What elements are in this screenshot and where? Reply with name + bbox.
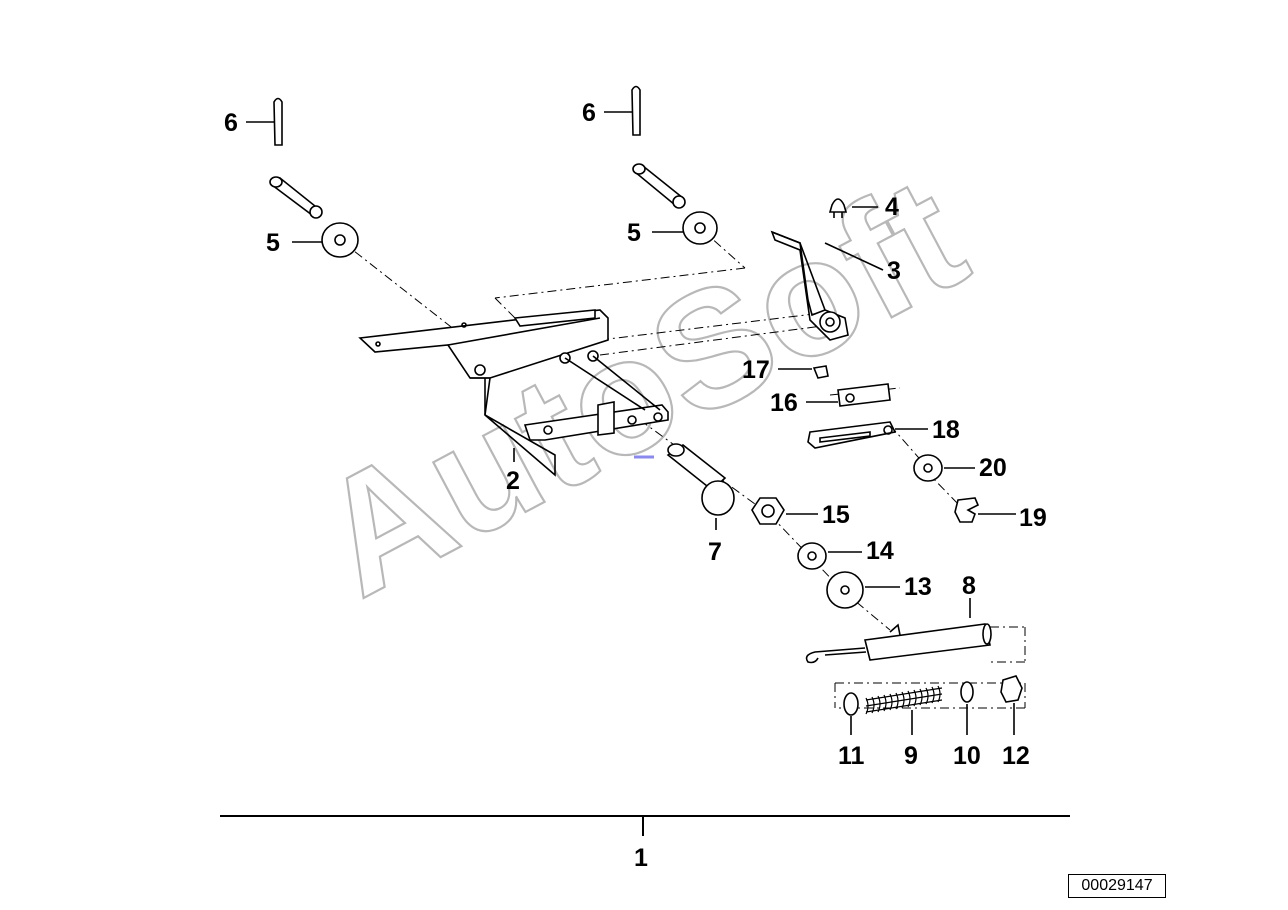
label-10: 10 bbox=[953, 742, 981, 770]
label-6-right: 6 bbox=[582, 99, 596, 127]
label-5-right: 5 bbox=[627, 219, 641, 247]
label-6-left: 6 bbox=[224, 109, 238, 137]
label-7: 7 bbox=[708, 538, 722, 566]
label-3: 3 bbox=[887, 257, 901, 285]
label-8: 8 bbox=[962, 572, 976, 600]
label-14: 14 bbox=[866, 537, 894, 565]
label-16: 16 bbox=[770, 389, 798, 417]
label-12: 12 bbox=[1002, 742, 1030, 770]
label-19: 19 bbox=[1019, 504, 1047, 532]
label-9: 9 bbox=[904, 742, 918, 770]
label-1: 1 bbox=[634, 844, 648, 872]
label-5-left: 5 bbox=[266, 229, 280, 257]
label-4: 4 bbox=[885, 193, 899, 221]
label-13: 13 bbox=[904, 573, 932, 601]
label-2: 2 bbox=[506, 467, 520, 495]
label-15: 15 bbox=[822, 501, 850, 529]
reference-number: 00029147 bbox=[1068, 874, 1166, 898]
label-18: 18 bbox=[932, 416, 960, 444]
label-17: 17 bbox=[742, 356, 770, 384]
label-11: 11 bbox=[838, 742, 865, 770]
label-20: 20 bbox=[979, 454, 1007, 482]
